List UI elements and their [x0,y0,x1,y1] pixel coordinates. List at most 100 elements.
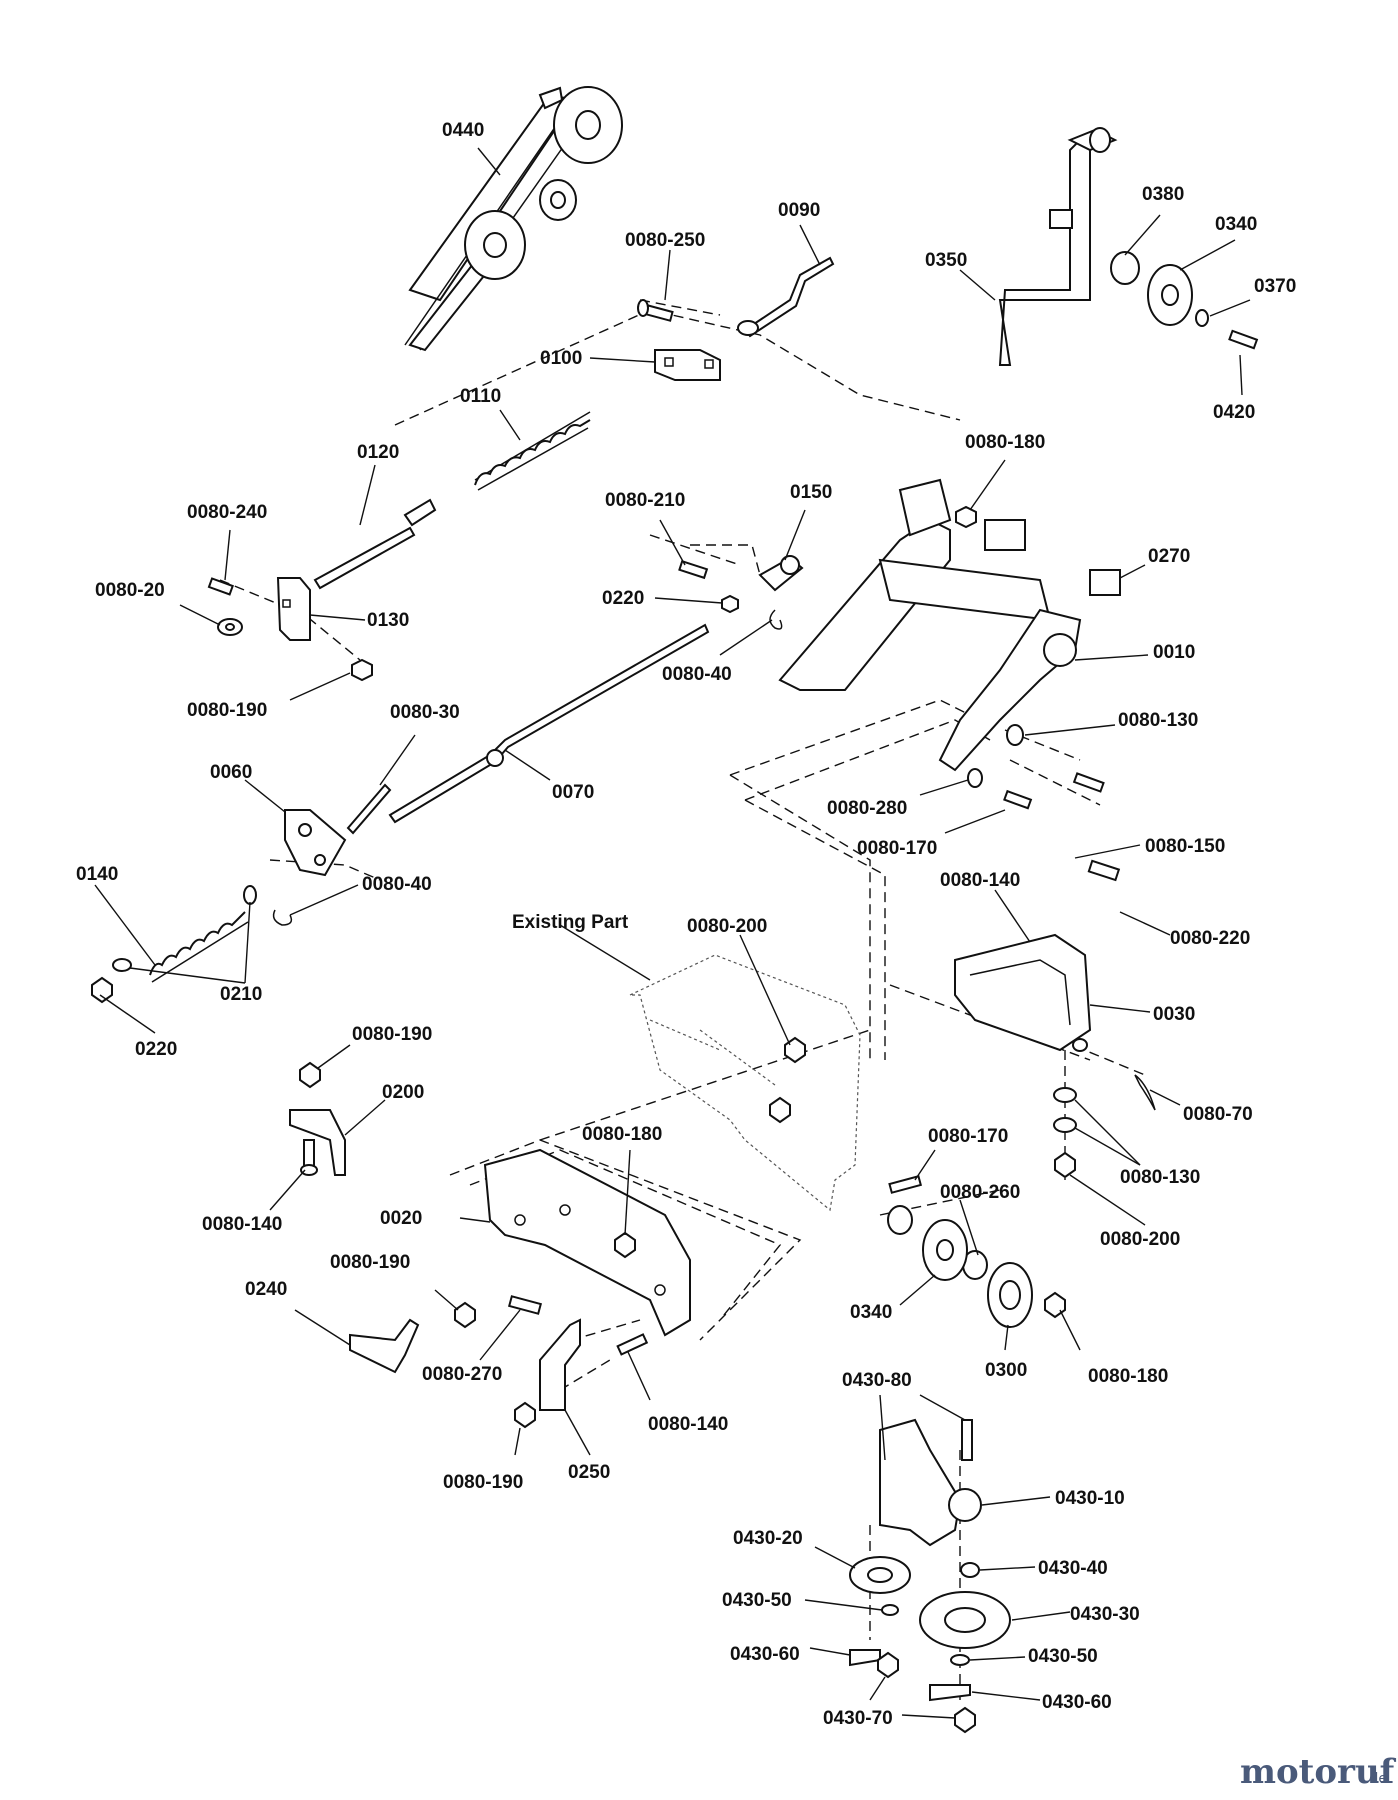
spring-0140 [149,911,249,983]
label: 0440 [442,120,484,141]
leader-lines [94,147,1251,1719]
label: 0430-60 [730,1644,800,1665]
label: 0030 [1153,1004,1195,1025]
bolt-0420 [1228,329,1259,350]
label: 0080-200 [687,916,767,937]
washer-0370 [1195,309,1209,327]
bolt-0080-140-bottom [616,1333,649,1356]
label: 0080-30 [390,702,460,723]
watermark-suffix: .de [1365,1771,1387,1787]
nut-0080-190 [351,658,373,682]
pin-0080-30 [346,783,392,835]
bracket-0200 [289,1109,346,1176]
label: 0010 [1153,642,1195,663]
label: 0080-180 [965,432,1045,453]
plate-0270 [1089,569,1121,596]
label: 0430-10 [1055,1488,1125,1509]
label: 0240 [245,1279,287,1300]
label: 0080-220 [1170,928,1250,949]
label: 0220 [135,1039,177,1060]
label: 0270 [1148,546,1190,567]
label: 0340 [850,1302,892,1323]
label: 0080-40 [662,664,732,685]
bracket-0350 [998,127,1118,366]
label: 0200 [382,1082,424,1103]
label: 0080-170 [928,1126,1008,1147]
label: 0340 [1215,214,1257,235]
pin-0080-220 [1087,859,1121,882]
pulley-0340-upper [1147,264,1193,326]
washer-0080-130-lower [1053,1087,1077,1133]
label: 0430-50 [722,1590,792,1611]
main-frame-0010 [778,478,1082,772]
label: 0080-140 [940,870,1020,891]
label: 0090 [778,200,820,221]
label: 0080-190 [187,700,267,721]
label: 0080-200 [1100,1229,1180,1250]
clip-0080-40-upper [769,609,783,630]
spring-0110 [474,411,591,491]
label: 0070 [552,782,594,803]
label: 0370 [1254,276,1296,297]
bolt-0080-270 [507,1295,543,1315]
label: 0020 [380,1208,422,1229]
label: 0250 [568,1462,610,1483]
bolt-0080-210 [678,559,709,580]
nut-0220-upper [721,594,739,614]
bracket-0030 [954,933,1092,1052]
label: 0080-20 [95,580,165,601]
label: 0080-180 [582,1124,662,1145]
label: 0080-70 [1183,1104,1253,1125]
label: 0080-170 [857,838,937,859]
label: 0080-250 [625,230,705,251]
bolt-0080-140-left [300,1139,318,1176]
nut-0080-200-lower [1054,1151,1076,1179]
label: 0150 [790,482,832,503]
label: 0080-140 [648,1414,728,1435]
label: 0420 [1213,402,1255,423]
nut-0080-180-upper [955,505,977,529]
label: 0080-240 [187,502,267,523]
label: 0430-50 [1028,1646,1098,1667]
watermark-logo: motoruf .de [1240,1752,1397,1792]
part-labels: 0440 0090 0080-250 0100 0110 0120 0080-2… [76,120,1296,1729]
bolt-0080-150 [1072,772,1105,793]
label: 0430-70 [823,1708,893,1729]
bracket-0100 [654,349,721,381]
label: 0080-260 [940,1182,1020,1203]
label: 0110 [460,386,501,407]
label: 0080-180 [1088,1366,1168,1387]
label: 0080-190 [330,1252,410,1273]
bracket-0130 [276,577,311,641]
label: 0080-190 [352,1024,432,1045]
bracket-0240 [349,1318,420,1374]
existing-part [629,954,861,1212]
label: 0130 [367,610,409,631]
label: 0080-190 [443,1472,523,1493]
rod-0120 [313,498,437,590]
washer-0080-280 [967,768,983,788]
label: 0220 [602,588,644,609]
bolt-0080-250 [637,299,674,322]
label: 0060 [210,762,252,783]
pulley-0340-lower [922,1219,968,1281]
rod-0070 [388,623,710,824]
bushing-0080-260 [887,1205,988,1280]
label: 0300 [985,1360,1027,1381]
label: 0350 [925,250,967,271]
label: 0140 [76,864,118,885]
idler-assembly-0430 [849,1418,1011,1734]
label: 0080-210 [605,490,685,511]
bracket-0250 [539,1318,581,1411]
label: 0430-30 [1070,1604,1140,1625]
label: 0080-40 [362,874,432,895]
label: 0120 [357,442,399,463]
washer-0210 [112,885,257,972]
washer-0080-130 [1006,724,1024,746]
label: Existing Part [512,912,629,933]
belt-pulley-assembly [404,86,623,352]
bolt-0080-170-lower [888,1175,923,1194]
nut-0080-190-bottom [514,1401,536,1429]
pulley-0300 [987,1262,1033,1328]
